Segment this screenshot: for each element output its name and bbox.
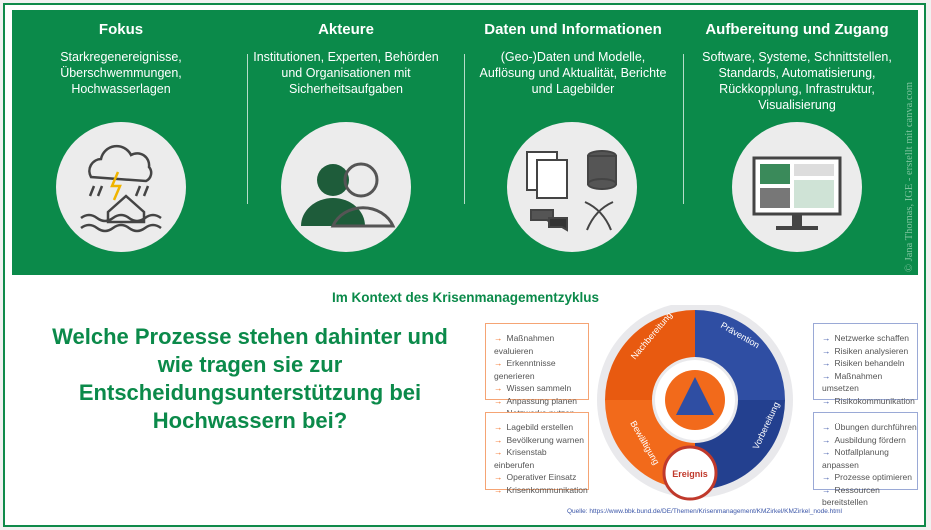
arrow-icon: → [822,472,831,482]
data-documents-icon [507,122,637,252]
arrow-icon: → [494,333,503,343]
list-item-label: Lagebild erstellen [506,422,574,432]
box-vorbereitung: →Übungen durchführen →Ausbildung fördern… [813,412,918,507]
list-item: →Maßnahmen evaluieren [494,332,588,357]
column-daten: Daten und Informationen (Geo-)Daten und … [464,10,682,97]
list-item: →Übungen durchführen [822,421,917,434]
arrow-icon: → [494,447,503,457]
credit-text: © Jana Thomas, IGE - erstellt mit canva.… [904,81,915,272]
list-item-label: Krisenstab einberufen [494,447,547,470]
phase-praevention [695,310,785,400]
phase-vorbereitung [695,400,785,490]
arrow-icon: → [494,472,503,482]
list-item-label: Prozesse optimieren [834,472,912,482]
column-text: (Geo-)Daten und Modelle, Auflösung und A… [479,50,667,96]
top-panel: Fokus Starkregenereignisse, Überschwemmu… [12,10,918,275]
arrow-icon: → [822,447,831,457]
list-item-label: Anpassung planen [506,395,577,406]
source-link[interactable]: Quelle: https://www.bbk.bund.de/DE/Theme… [567,508,842,515]
list-item-label: Operativer Einsatz [506,472,577,482]
arrow-icon: → [822,395,831,406]
list-item: →Krisenkommunikation [494,484,588,497]
list-item-label: Wissen sammeln [506,383,572,393]
arrow-icon: → [494,422,503,432]
divider [464,54,465,204]
subtitle: Im Kontext des Krisenmanagementzyklus [331,290,600,305]
list-item-label: Maßnahmen umsetzen [822,370,883,394]
list-item-label: Netzwerke schaffen [834,333,910,343]
list-item-label: Erkenntnisse generieren [494,358,556,381]
list-item-label: Ressourcen bereitstellen [822,484,880,508]
column-title: Fokus [98,21,144,38]
list-item-label: Übungen durchführen [834,422,917,432]
event-label: Ereignis [672,469,708,479]
arrow-icon: → [494,395,503,406]
list-item: →Krisenstab einberufen [494,446,588,471]
list-item-label: Risikokommunikation [834,395,915,406]
column-aufbereitung: Aufbereitung und Zugang Software, System… [688,10,906,113]
arrow-icon: → [822,370,831,381]
list-item-label: Notfallplanung anpassen [822,447,889,470]
list-item-label: Bevölkerung warnen [506,434,585,445]
list-item: →Ausbildung fördern [822,434,917,447]
list-item-label: Risiken behandeln [834,358,905,368]
list-item: →Risiken behandeln [822,357,917,370]
list-item-label: Ausbildung fördern [834,434,906,445]
arrow-icon: → [822,484,831,495]
arrow-icon: → [494,434,503,445]
arrow-icon: → [822,345,831,356]
divider [683,54,684,204]
arrow-icon: → [494,358,503,368]
list-item: →Risikokommunikation [822,395,917,408]
list-item: →Ressourcen bereitstellen [822,484,917,509]
column-text: Starkregenereignisse, Überschwemmungen, … [60,50,182,96]
column-fokus: Fokus Starkregenereignisse, Überschwemmu… [12,10,230,97]
arrow-icon: → [822,333,831,343]
phase-nachbereitung [605,310,695,400]
arrow-icon: → [822,358,831,368]
divider [247,54,248,204]
box-nachbereitung: →Maßnahmen evaluieren →Erkenntnisse gene… [485,323,589,418]
list-item: →Anpassung planen [494,395,588,408]
list-item-label: Risiken analysieren [834,345,909,356]
box-bewaeltigung: →Lagebild erstellen →Bevölkerung warnen … [485,412,589,495]
arrow-icon: → [822,422,831,432]
arrow-icon: → [494,484,503,495]
column-akteure: Akteure Institutionen, Experten, Behörde… [237,10,455,97]
box-praevention: →Netzwerke schaffen →Risiken analysieren… [813,323,918,406]
people-icon [281,122,411,252]
list-item: →Operativer Einsatz [494,471,588,484]
list-item: →Erkenntnisse generieren [494,357,588,382]
column-text: Institutionen, Experten, Behörden und Or… [253,50,439,96]
list-item: →Prozesse optimieren [822,471,917,484]
column-title: Aufbereitung und Zugang [705,21,889,38]
list-item-label: Maßnahmen evaluieren [494,333,555,356]
list-item: →Bevölkerung warnen [494,434,588,447]
column-text: Software, Systeme, Schnittstellen, Stand… [702,50,892,112]
arrow-icon: → [494,383,503,393]
list-item: →Maßnahmen umsetzen [822,370,917,395]
list-item: →Notfallplanung anpassen [822,446,917,471]
main-question: Welche Prozesse stehen dahinter und wie … [52,324,448,433]
list-item: →Risiken analysieren [822,345,917,358]
storm-flood-icon [56,122,186,252]
column-title: Akteure [318,21,374,38]
crisis-cycle-diagram: Ereignis Nachbereitung Prävention Vorber… [597,305,793,501]
list-item: →Wissen sammeln [494,382,588,395]
list-item: →Netzwerke schaffen [822,332,917,345]
monitor-dashboard-icon [732,122,862,252]
column-title: Daten und Informationen [484,21,662,38]
event-circle [662,445,718,501]
list-item: →Lagebild erstellen [494,421,588,434]
list-item-label: Krisenkommunikation [506,484,588,495]
arrow-icon: → [822,434,831,445]
